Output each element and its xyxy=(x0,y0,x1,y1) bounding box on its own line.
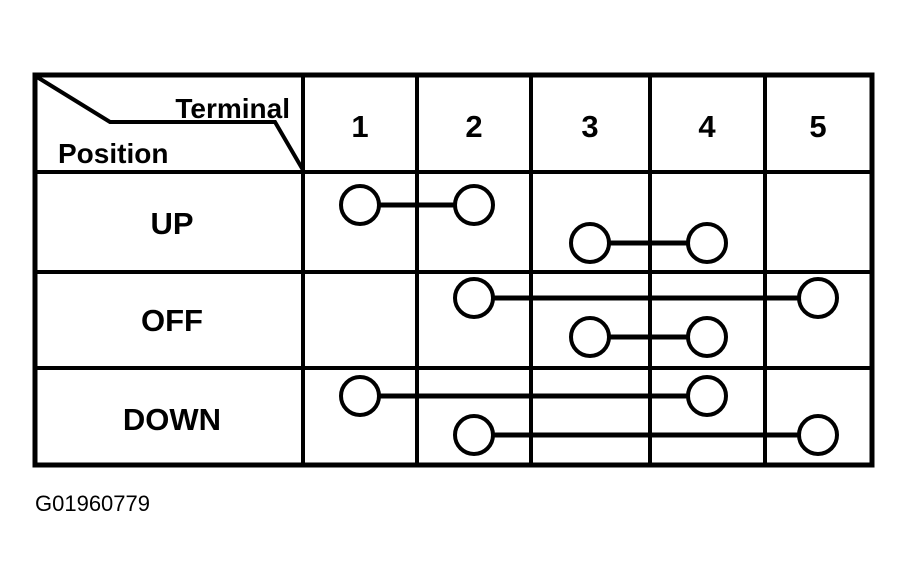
terminal-node-3 xyxy=(569,316,611,358)
position-label-down: DOWN xyxy=(123,402,221,437)
terminal-header-5: 5 xyxy=(809,109,826,144)
terminal-node-4 xyxy=(686,222,728,264)
terminal-header-1: 1 xyxy=(351,109,368,144)
header-position-label: Position xyxy=(58,138,168,169)
terminal-node-1 xyxy=(339,184,381,226)
terminal-node-4 xyxy=(686,375,728,417)
terminal-header-2: 2 xyxy=(465,109,482,144)
continuity-off-2-5 xyxy=(453,277,839,319)
terminal-node-1 xyxy=(339,375,381,417)
terminal-node-2 xyxy=(453,277,495,319)
continuity-down-1-4 xyxy=(339,375,728,417)
terminal-node-3 xyxy=(569,222,611,264)
position-label-up: UP xyxy=(150,206,193,241)
terminal-header-4: 4 xyxy=(698,109,716,144)
terminal-node-2 xyxy=(453,184,495,226)
header-diagonal-divider xyxy=(35,75,305,172)
terminal-node-4 xyxy=(686,316,728,358)
terminal-node-2 xyxy=(453,414,495,456)
position-label-off: OFF xyxy=(141,303,203,338)
terminal-node-5 xyxy=(797,277,839,319)
terminal-header-3: 3 xyxy=(581,109,598,144)
terminal-node-5 xyxy=(797,414,839,456)
continuity-up-1-2 xyxy=(339,184,495,226)
continuity-up-3-4 xyxy=(569,222,728,264)
header-terminal-label: Terminal xyxy=(175,93,290,124)
continuity-down-2-5 xyxy=(453,414,839,456)
figure-caption: G01960779 xyxy=(35,491,150,516)
continuity-off-3-4 xyxy=(569,316,728,358)
